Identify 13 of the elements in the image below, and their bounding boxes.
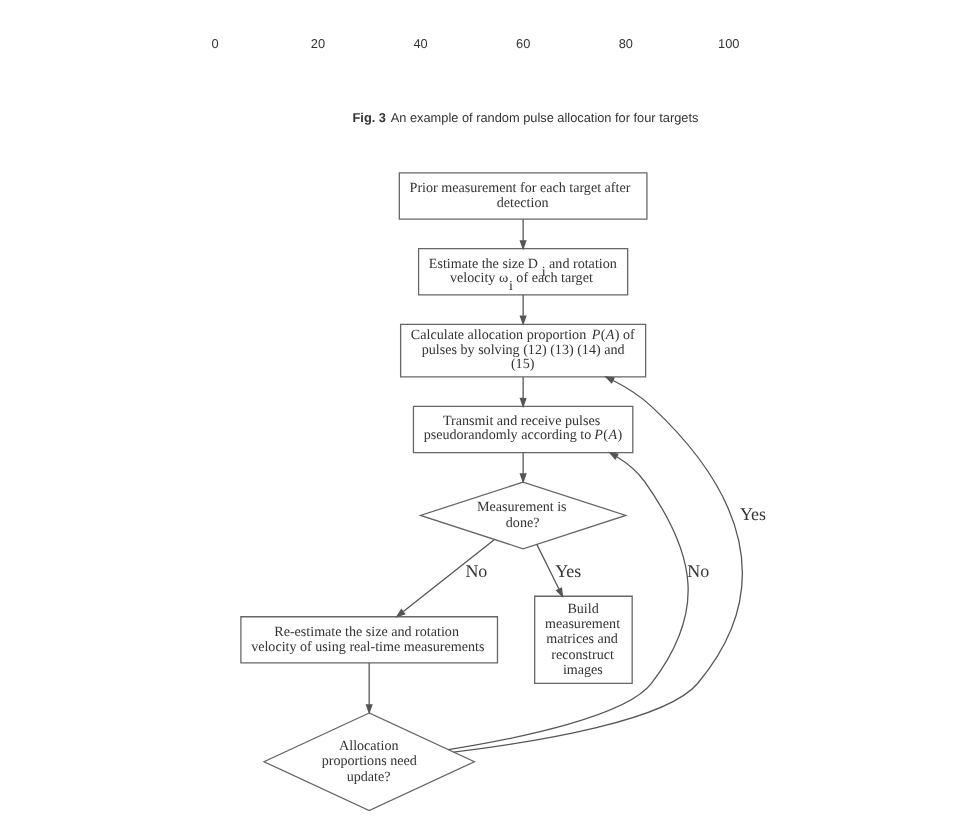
arrow: [394, 539, 494, 618]
edge-label: Yes: [738, 504, 766, 525]
arrow: [364, 662, 372, 715]
arrow: [518, 452, 526, 484]
arrow: [518, 376, 526, 409]
edge-label: No: [464, 561, 487, 582]
edge-label: Yes: [554, 561, 581, 582]
arrow: [451, 376, 742, 753]
arrow: [446, 451, 688, 751]
edge-label: No: [686, 561, 709, 582]
arrow: [535, 543, 563, 598]
arrow: [518, 294, 526, 326]
arrow: [518, 218, 526, 251]
